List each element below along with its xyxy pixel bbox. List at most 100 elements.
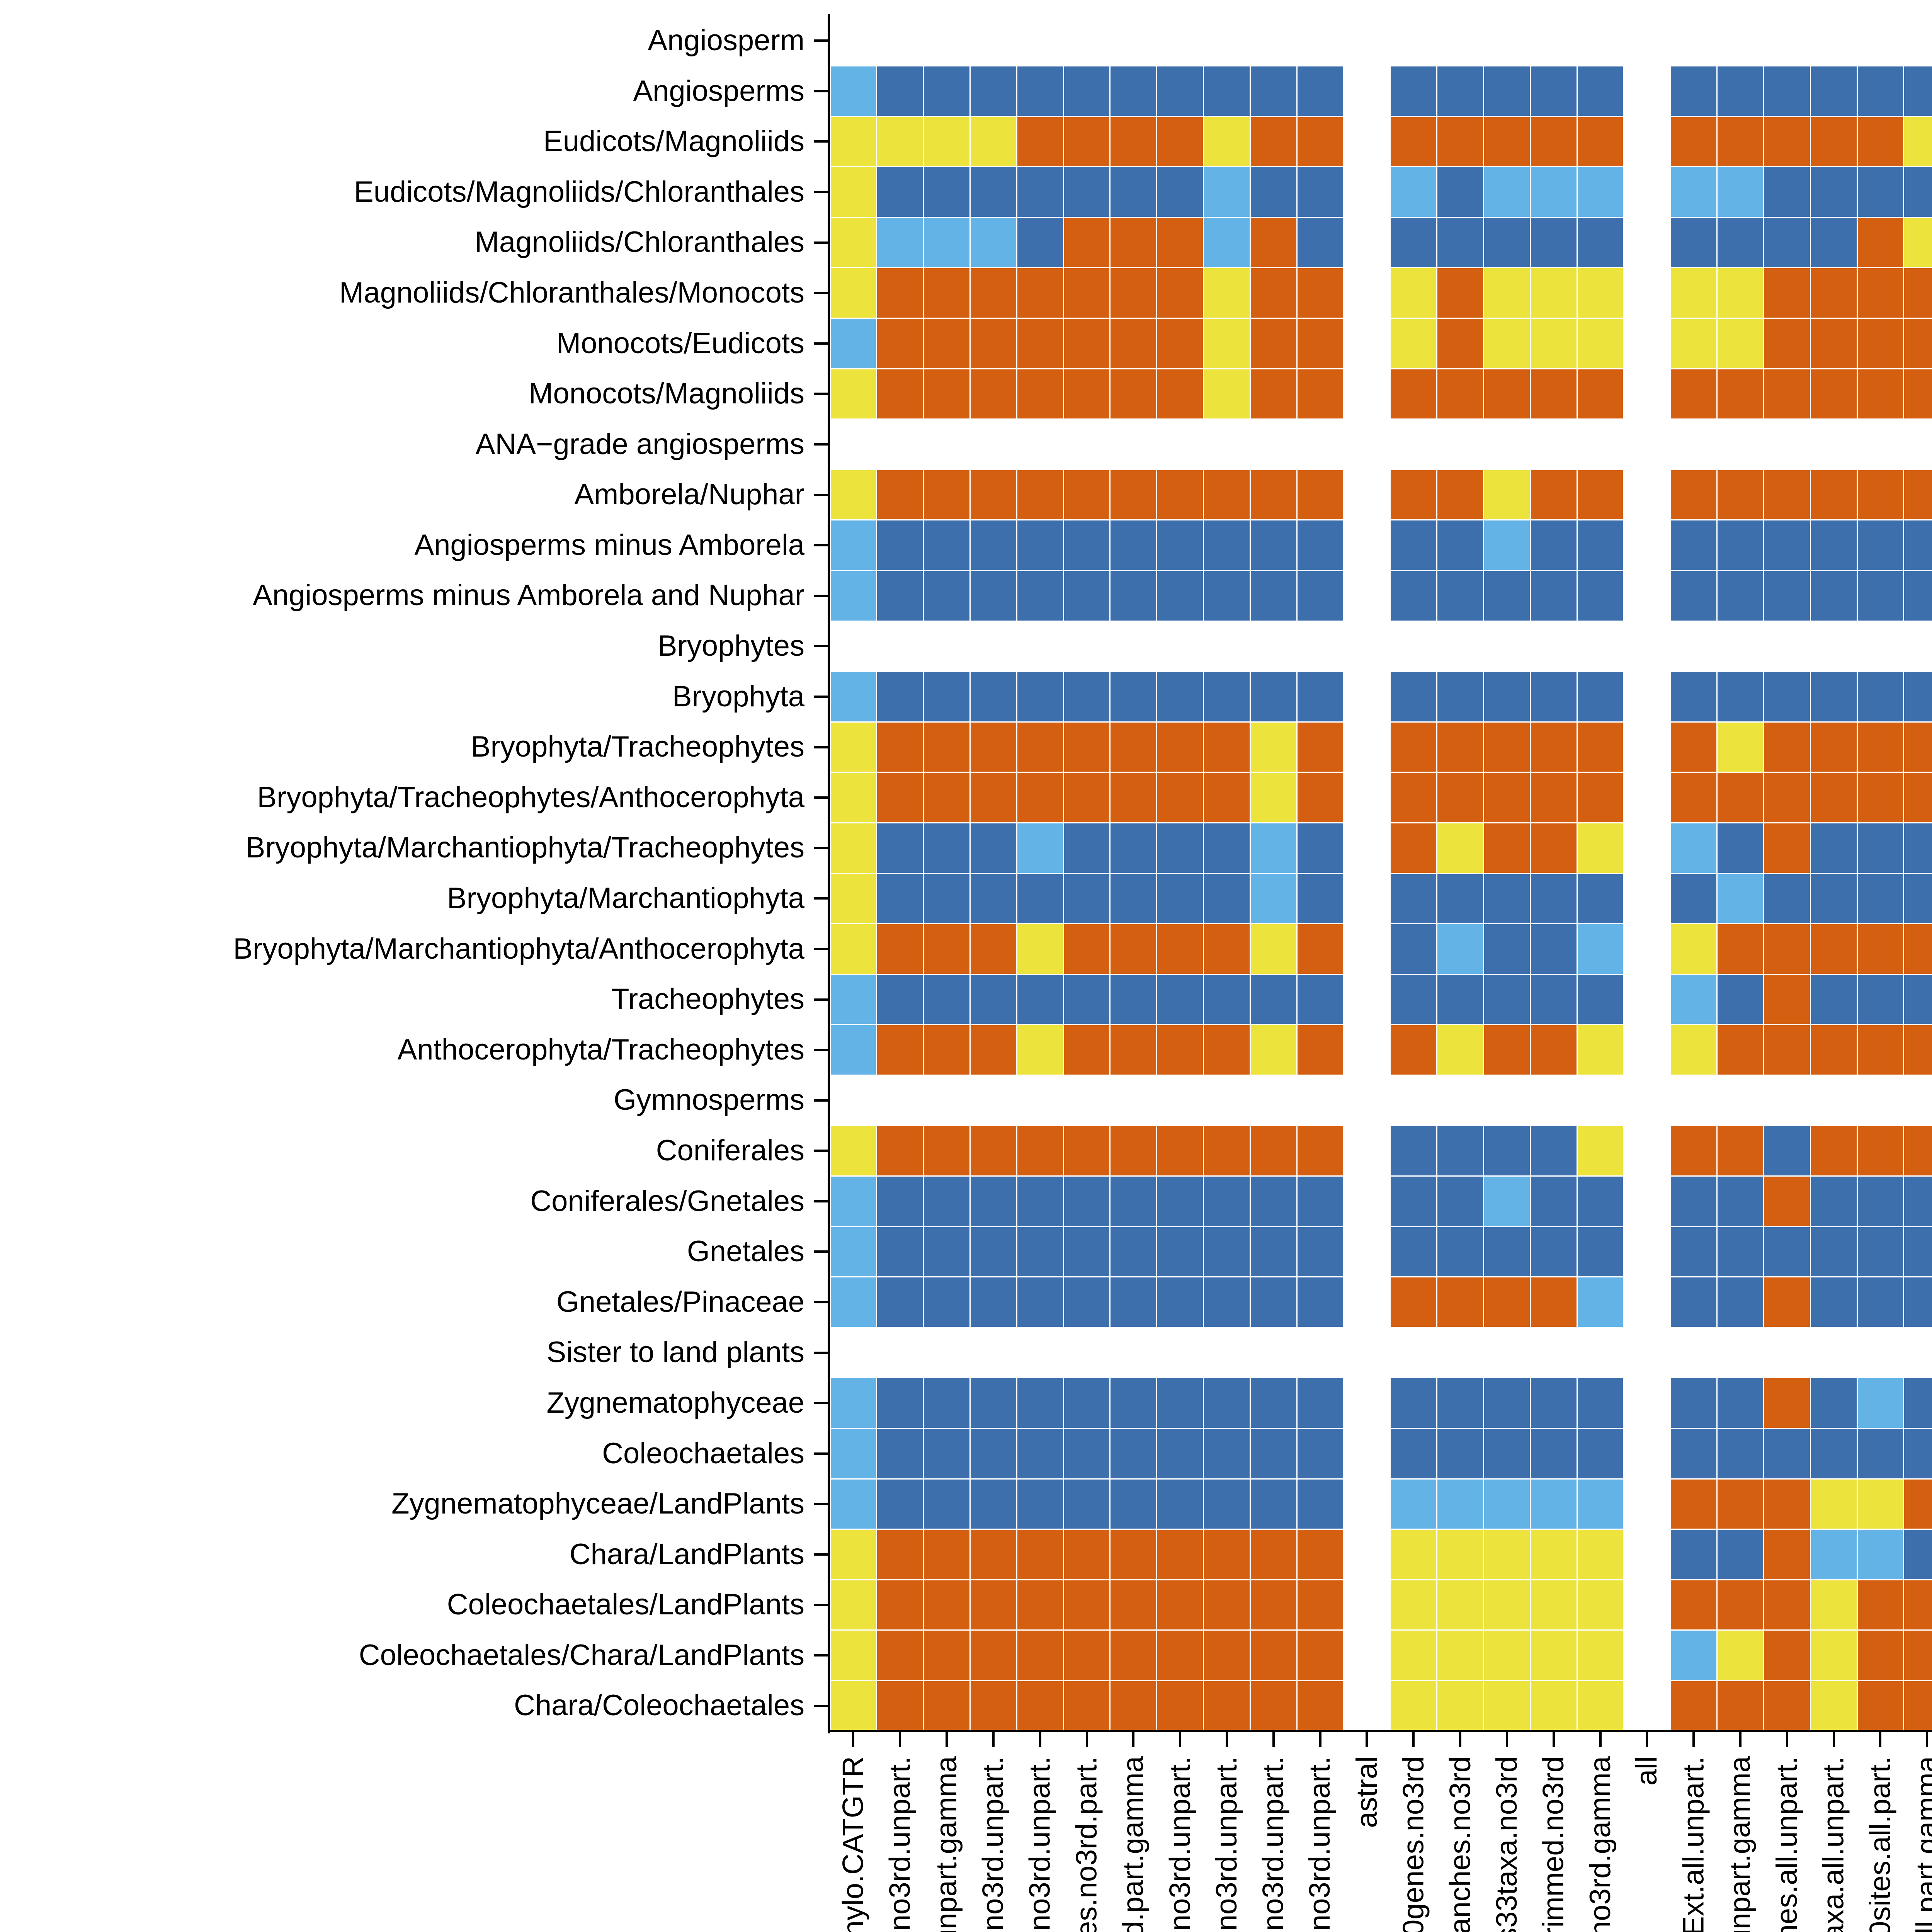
heatmap-cell [1204,672,1250,721]
heatmap-cell [1017,1227,1063,1277]
heatmap-cell [1811,167,1857,217]
heatmap-cell [877,1126,923,1176]
heatmap-cell [830,1277,876,1327]
heatmap-cell [1157,268,1203,318]
heatmap-cell [1064,571,1110,621]
heatmap-cell [1764,1681,1810,1731]
heatmap-cell [1484,319,1530,368]
heatmap-cell [1671,1227,1717,1277]
y-axis-label: Angiosperms minus Amborela [414,528,804,561]
heatmap-cell [1437,823,1483,873]
heatmap-cell [924,672,969,721]
heatmap-cell [1904,66,1932,116]
heatmap-cell [1437,1429,1483,1478]
heatmap-cell [1250,1479,1296,1529]
heatmap-cell [1391,773,1437,822]
heatmap-cell [1671,1530,1717,1579]
heatmap-cell [1017,1126,1063,1176]
x-axis-tick [1552,1732,1555,1747]
heatmap-cell [1857,823,1903,873]
x-axis-tick [1832,1732,1835,1747]
heatmap-cell [1064,1530,1110,1579]
heatmap-cell [1811,268,1857,318]
heatmap-cell [1391,1580,1437,1630]
heatmap-cell [1437,1025,1483,1075]
heatmap-cell [1718,1580,1763,1630]
heatmap-cell [1764,1479,1810,1529]
heatmap-cell [1064,1681,1110,1731]
heatmap-cell [1484,571,1530,621]
heatmap-cell [1577,167,1623,217]
heatmap-cell [877,1378,923,1428]
heatmap-cell [1157,1177,1203,1226]
heatmap-cell [1297,1126,1343,1176]
heatmap-cell [924,1227,969,1277]
heatmap-cell [877,1631,923,1680]
heatmap-cell [1671,268,1717,318]
y-axis-label: Angiosperms [633,74,804,107]
heatmap-cell [1857,1631,1903,1680]
heatmap-cell [1111,571,1156,621]
heatmap-cell [970,1429,1016,1478]
heatmap-cell [970,975,1016,1024]
x-axis-tick [852,1732,855,1747]
heatmap-cell [1671,1025,1717,1075]
heatmap-cell [1437,1631,1483,1680]
heatmap-cell [924,167,969,217]
heatmap-cell [830,470,876,520]
heatmap-cell [1764,1025,1810,1075]
heatmap-cell [877,1177,923,1226]
heatmap-cell [1857,1681,1903,1731]
heatmap-cell [1250,924,1296,974]
y-axis-label: Gnetales [687,1235,804,1268]
heatmap-cell [1904,1479,1932,1529]
heatmap-cell [1671,470,1717,520]
heatmap-cell [1577,319,1623,368]
heatmap-cell [1064,218,1110,267]
heatmap-cell [1250,571,1296,621]
heatmap-cell [1111,520,1156,570]
heatmap-cell [970,1631,1016,1680]
heatmap-cell [1017,924,1063,974]
heatmap-cell [1111,722,1156,772]
heatmap-cell [1064,1126,1110,1176]
heatmap-cell [1857,1227,1903,1277]
heatmap-cell [830,823,876,873]
heatmap-cell [924,319,969,368]
heatmap-cell [970,218,1016,267]
x-axis-tick [1926,1732,1929,1747]
y-axis-label: Coleochaetales/Chara/LandPlants [359,1638,804,1672]
heatmap-cell [1718,1378,1763,1428]
heatmap-cell [1671,1479,1717,1529]
heatmap-cell [1204,823,1250,873]
heatmap-cell [1157,1126,1203,1176]
heatmap-cell [1531,268,1577,318]
heatmap-cell [1111,1025,1156,1075]
heatmap-cell [1577,975,1623,1024]
heatmap-cell [1204,369,1250,419]
heatmap-cell [1671,117,1717,167]
x-axis-tick [1692,1732,1695,1747]
heatmap-cell [1204,1227,1250,1277]
heatmap-cell [1811,975,1857,1024]
heatmap-cell [1764,218,1810,267]
heatmap-cell [1250,1530,1296,1579]
heatmap-cell [1531,167,1577,217]
heatmap-cell [970,1530,1016,1579]
heatmap-cell [924,470,969,520]
heatmap-cell [1718,722,1763,772]
heatmap-cell [1484,268,1530,318]
heatmap-cell [1391,1126,1437,1176]
heatmap-cell [924,218,969,267]
heatmap-cell [830,773,876,822]
y-axis-tick [814,796,828,799]
heatmap-cell [1811,470,1857,520]
heatmap-cell [1484,1429,1530,1478]
heatmap-cell [1484,1177,1530,1226]
heatmap-cell [1017,1429,1063,1478]
heatmap-cell [1718,1126,1763,1176]
heatmap-cell [1671,1681,1717,1731]
heatmap-cell [1857,66,1903,116]
heatmap-cell [1484,1126,1530,1176]
heatmap-cell [1531,319,1577,368]
